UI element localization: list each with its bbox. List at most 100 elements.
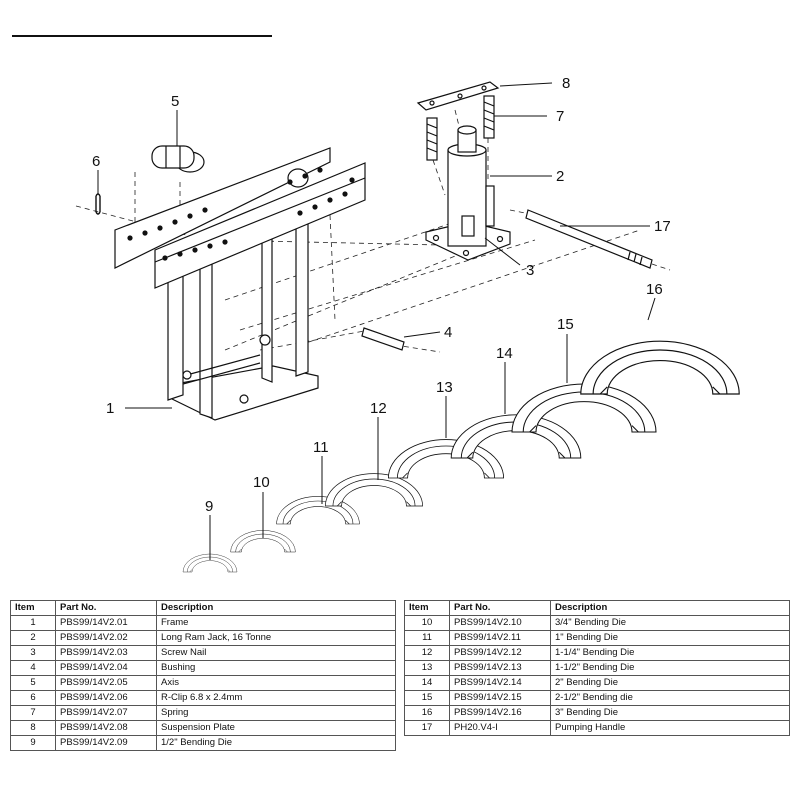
description-header: Description [156, 600, 396, 616]
table-row: 4 PBS99/14V2.04 Bushing [10, 660, 396, 676]
description-cell: Long Ram Jack, 16 Tonne [156, 630, 396, 646]
part-no-cell: PBS99/14V2.05 [55, 675, 157, 691]
item-cell: 13 [404, 660, 450, 676]
part-no-cell: PBS99/14V2.13 [449, 660, 551, 676]
part-no-cell: PBS99/14V2.15 [449, 690, 551, 706]
ram-jack-part [425, 125, 511, 261]
description-cell: Pumping Handle [550, 720, 790, 736]
description-cell: 1/2" Bending Die [156, 735, 396, 751]
suspension-plate-part [416, 81, 500, 111]
callout-3: 3 [526, 262, 534, 279]
item-cell: 16 [404, 705, 450, 721]
bending-die-12 [325, 473, 423, 507]
callout-16: 16 [646, 281, 663, 298]
frame-part [114, 147, 366, 421]
callout-9: 9 [205, 498, 213, 515]
table-row: 11 PBS99/14V2.11 1" Bending Die [404, 630, 790, 646]
table-row: 13 PBS99/14V2.13 1-1/2" Bending Die [404, 660, 790, 676]
part-no-cell: PBS99/14V2.07 [55, 705, 157, 721]
item-cell: 1 [10, 615, 56, 631]
parts-table-left: Item Part No. Description 1 PBS99/14V2.0… [10, 600, 396, 751]
part-no-cell: PBS99/14V2.14 [449, 675, 551, 691]
description-cell: Screw Nail [156, 645, 396, 661]
item-cell: 2 [10, 630, 56, 646]
callout-11: 11 [313, 439, 329, 456]
part-no-cell: PBS99/14V2.03 [55, 645, 157, 661]
table-row: 14 PBS99/14V2.14 2" Bending Die [404, 675, 790, 691]
item-header: Item [10, 600, 56, 616]
pumping-handle-part [525, 209, 653, 269]
springs-part [426, 95, 495, 161]
part-no-header: Part No. [449, 600, 551, 616]
description-cell: 1-1/2" Bending Die [550, 660, 790, 676]
description-cell: 1" Bending Die [550, 630, 790, 646]
item-cell: 17 [404, 720, 450, 736]
part-no-cell: PBS99/14V2.08 [55, 720, 157, 736]
table-row: 17 PH20.V4-I Pumping Handle [404, 720, 790, 736]
item-cell: 11 [404, 630, 450, 646]
item-cell: 15 [404, 690, 450, 706]
item-cell: 3 [10, 645, 56, 661]
part-no-cell: PBS99/14V2.02 [55, 630, 157, 646]
callout-6: 6 [92, 153, 100, 170]
part-no-cell: PBS99/14V2.16 [449, 705, 551, 721]
bending-die-11 [276, 496, 360, 525]
table-row: 12 PBS99/14V2.12 1-1/4" Bending Die [404, 645, 790, 661]
table-row: 2 PBS99/14V2.02 Long Ram Jack, 16 Tonne [10, 630, 396, 646]
table-row: 16 PBS99/14V2.16 3" Bending Die [404, 705, 790, 721]
part-no-cell: PBS99/14V2.04 [55, 660, 157, 676]
part-no-cell: PBS99/14V2.12 [449, 645, 551, 661]
bending-die-16 [580, 340, 740, 395]
part-no-cell: PBS99/14V2.11 [449, 630, 551, 646]
callout-5: 5 [171, 93, 179, 110]
description-cell: R-Clip 6.8 x 2.4mm [156, 690, 396, 706]
bushing-part [361, 327, 405, 351]
part-no-cell: PBS99/14V2.06 [55, 690, 157, 706]
item-cell: 8 [10, 720, 56, 736]
item-header: Item [404, 600, 450, 616]
table-row: 7 PBS99/14V2.07 Spring [10, 705, 396, 721]
item-cell: 5 [10, 675, 56, 691]
callout-12: 12 [370, 400, 387, 417]
table-row: 8 PBS99/14V2.08 Suspension Plate [10, 720, 396, 736]
item-cell: 7 [10, 705, 56, 721]
part-no-cell: PH20.V4-I [449, 720, 551, 736]
bending-dies [182, 340, 740, 573]
description-cell: 1-1/4" Bending Die [550, 645, 790, 661]
callout-13: 13 [436, 379, 453, 396]
description-cell: 2-1/2" Bending die [550, 690, 790, 706]
callout-2: 2 [556, 168, 564, 185]
description-cell: 3/4" Bending Die [550, 615, 790, 631]
r-clip-part [95, 193, 101, 215]
description-cell: Frame [156, 615, 396, 631]
callout-1: 1 [106, 400, 114, 417]
table-row: 10 PBS99/14V2.10 3/4" Bending Die [404, 615, 790, 631]
item-cell: 4 [10, 660, 56, 676]
axis-part [151, 145, 195, 169]
description-cell: Axis [156, 675, 396, 691]
description-cell: Suspension Plate [156, 720, 396, 736]
part-no-header: Part No. [55, 600, 157, 616]
description-cell: 3" Bending Die [550, 705, 790, 721]
callout-7: 7 [556, 108, 564, 125]
description-header: Description [550, 600, 790, 616]
table-header-row: Item Part No. Description [10, 600, 396, 616]
exploded-parts-diagram: 1 2 3 4 5 6 7 8 9 10 11 12 13 14 15 16 1… [12, 35, 740, 573]
table-row: 15 PBS99/14V2.15 2-1/2" Bending die [404, 690, 790, 706]
part-no-cell: PBS99/14V2.01 [55, 615, 157, 631]
part-no-cell: PBS99/14V2.09 [55, 735, 157, 751]
item-cell: 14 [404, 675, 450, 691]
callout-14: 14 [496, 345, 513, 362]
description-cell: Spring [156, 705, 396, 721]
item-cell: 6 [10, 690, 56, 706]
table-row: 6 PBS99/14V2.06 R-Clip 6.8 x 2.4mm [10, 690, 396, 706]
table-row: 5 PBS99/14V2.05 Axis [10, 675, 396, 691]
table-header-row: Item Part No. Description [404, 600, 790, 616]
table-row: 9 PBS99/14V2.09 1/2" Bending Die [10, 735, 396, 751]
bending-die-13 [387, 439, 505, 479]
leader-lines [97, 82, 656, 560]
item-cell: 12 [404, 645, 450, 661]
table-row: 3 PBS99/14V2.03 Screw Nail [10, 645, 396, 661]
part-no-cell: PBS99/14V2.10 [449, 615, 551, 631]
item-cell: 10 [404, 615, 450, 631]
